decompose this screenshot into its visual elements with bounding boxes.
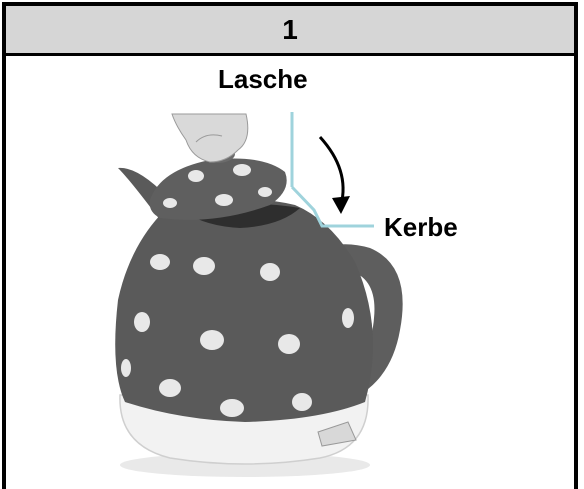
kettle-handle (295, 244, 403, 396)
polka-dots (121, 254, 354, 417)
kettle-body (115, 198, 373, 422)
notch-label: Kerbe (384, 212, 458, 242)
step-header: 1 (6, 6, 574, 56)
tab-label: Lasche (218, 64, 308, 94)
switch-icon (317, 421, 357, 447)
step-number: 1 (282, 13, 298, 45)
curved-arrow-down-icon (318, 135, 345, 206)
hand (171, 113, 249, 163)
kettle-lid (149, 158, 287, 220)
notch-callout-line (290, 185, 374, 228)
lid-dots (163, 164, 272, 208)
